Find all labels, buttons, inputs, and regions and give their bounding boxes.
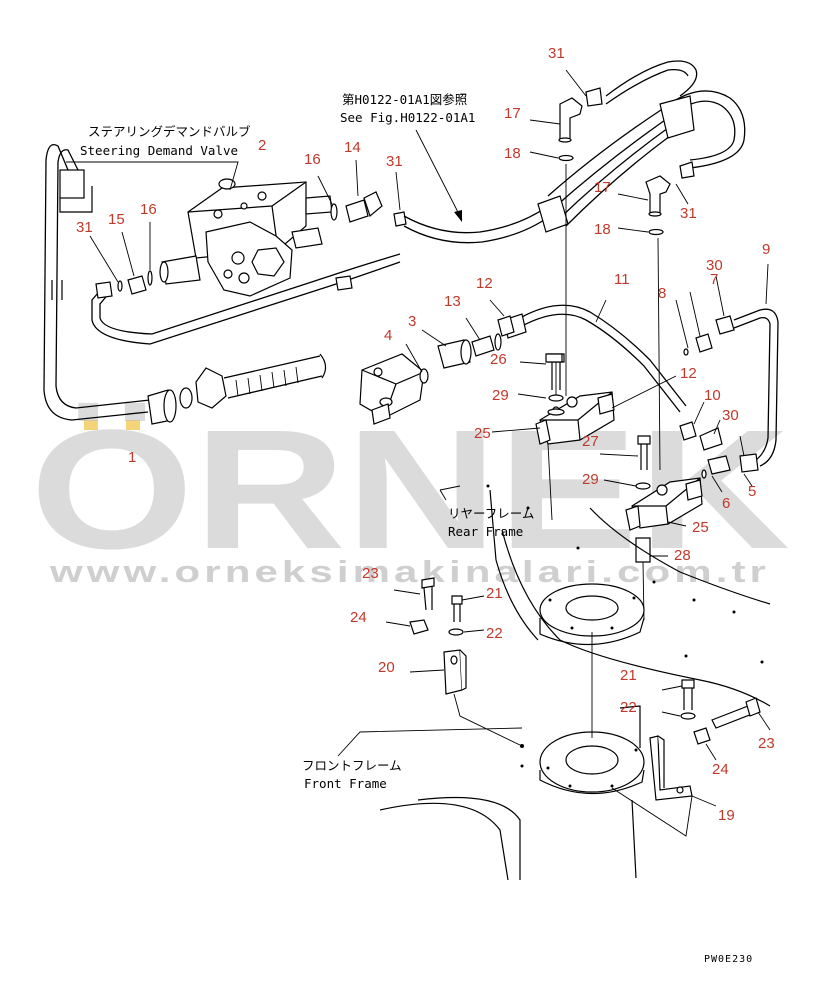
valve-25-right (599, 435, 703, 621)
fittings-left (89, 222, 153, 295)
bracket-19 (611, 735, 717, 837)
hose-valve-to-bracket (403, 199, 557, 234)
hose-bracket-middle (537, 195, 569, 233)
watermark-url: www.orneksimakinalari.com.tr (49, 554, 770, 589)
callout-29-b: 29 (582, 471, 599, 488)
callout-28: 28 (674, 547, 691, 564)
rear-frame (439, 484, 771, 707)
bolts-26-29 (519, 353, 564, 402)
callout-9: 9 (762, 241, 770, 258)
callout-27: 27 (582, 433, 599, 450)
callout-22-a: 22 (486, 625, 503, 642)
callout-31-c: 31 (386, 153, 403, 170)
steering-demand-valve-label-en: Steering Demand Valve (80, 143, 238, 158)
fittings-7-9-30 (689, 263, 779, 467)
callout-11: 11 (614, 271, 630, 288)
hose-clamp-left (59, 169, 85, 199)
hose-bracket-upper (659, 95, 695, 139)
watermark-accent-right (126, 420, 140, 430)
callout-17-a: 17 (504, 105, 521, 122)
callout-5: 5 (748, 483, 756, 500)
callout-30-a: 30 (706, 257, 723, 274)
callout-4: 4 (384, 327, 392, 344)
steering-demand-valve (159, 178, 333, 297)
rear-frame-label-en: Rear Frame (448, 524, 523, 539)
callout-16-a: 16 (304, 151, 321, 168)
front-frame (337, 632, 645, 881)
callout-10: 10 (704, 387, 721, 404)
text-notes: ステアリングデマンドバルブ Steering Demand Valve 第H01… (80, 92, 753, 965)
callout-22-b: 22 (620, 699, 637, 716)
see-fig-label-en: See Fig.H0122-01A1 (340, 110, 475, 125)
hose-11 (519, 304, 687, 407)
bolts-21-24-left (385, 577, 485, 636)
callout-24-a: 24 (350, 609, 367, 626)
callout-17-b: 17 (594, 179, 611, 196)
see-fig-leader (415, 129, 463, 221)
callout-2: 2 (258, 137, 266, 154)
leader-12 (611, 375, 677, 409)
hose-nut (195, 367, 227, 409)
callout-23-b: 23 (758, 735, 775, 752)
callouts: 1 2 3 4 5 6 7 8 9 10 11 12 12 13 14 15 1… (76, 45, 775, 824)
elbow-17-top (529, 69, 587, 396)
callout-24-b: 24 (712, 761, 729, 778)
callout-31-b: 31 (680, 205, 697, 222)
callout-15: 15 (108, 211, 125, 228)
callout-20: 20 (378, 659, 395, 676)
callout-25-a: 25 (474, 425, 491, 442)
callout-25-b: 25 (692, 519, 709, 536)
steering-demand-valve-label-jp: ステアリングデマンドバルブ (88, 124, 251, 139)
hose-assembly-1 (43, 143, 327, 425)
rear-frame-label-jp: リヤーフレーム (448, 506, 534, 521)
callout-18-a: 18 (504, 145, 521, 162)
callout-3: 3 (408, 313, 416, 330)
fittings-right-of-valve (317, 159, 407, 227)
callout-1: 1 (128, 449, 136, 466)
watermark-accent-left (84, 420, 98, 430)
callout-29-a: 29 (492, 387, 509, 404)
callout-30-b: 30 (722, 407, 739, 424)
front-frame-label-jp: フロントフレーム (302, 758, 402, 773)
callout-21-a: 21 (486, 585, 503, 602)
callout-14: 14 (344, 139, 361, 156)
valve-25-left (491, 353, 615, 521)
callout-31-a: 31 (548, 45, 565, 62)
valve-label-leader (66, 161, 239, 191)
callout-8: 8 (658, 285, 666, 302)
check-valve-3-4 (359, 329, 472, 425)
hose-lower-left (91, 261, 401, 345)
drawing-code: PW0E230 (704, 954, 753, 965)
callout-18-b: 18 (594, 221, 611, 238)
see-fig-label-jp: 第H0122-01A1図参照 (342, 92, 467, 107)
fittings-10-30-6-5 (679, 401, 759, 493)
callout-23-a: 23 (362, 565, 379, 582)
fittings-12-13 (465, 299, 515, 357)
callout-19: 19 (718, 807, 735, 824)
callout-12-b: 12 (680, 365, 697, 382)
callout-7: 7 (710, 271, 718, 288)
bracket-20 (409, 649, 523, 747)
callout-31-d: 31 (76, 219, 93, 236)
callout-6: 6 (722, 495, 730, 512)
front-frame-label-en: Front Frame (304, 776, 387, 791)
callout-26: 26 (490, 351, 507, 368)
hoses-upper-right (537, 60, 746, 233)
elbow-17-right (617, 175, 689, 471)
callout-21-b: 21 (620, 667, 637, 684)
callout-13: 13 (444, 293, 461, 310)
callout-16-b: 16 (140, 201, 157, 218)
bolts-21-24-right (661, 679, 771, 761)
callout-12-a: 12 (476, 275, 493, 292)
